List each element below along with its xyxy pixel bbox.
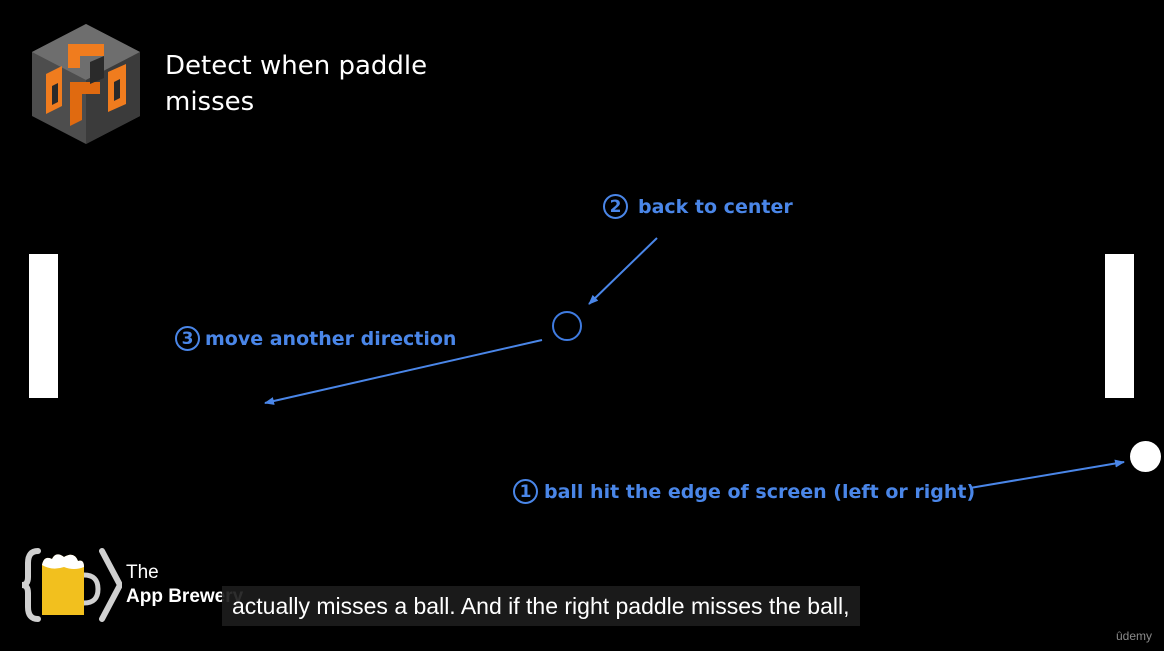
annotation-step-2: 2 back to center — [603, 194, 793, 219]
arrow-back-to-center — [588, 237, 658, 305]
annotation-step-1: 1 ball hit the edge of screen (left or r… — [513, 479, 975, 504]
brand-name: The App Brewery — [126, 561, 243, 609]
brand-line-1: The — [126, 562, 159, 583]
annotation-step-3: 3 move another direction — [175, 326, 456, 351]
step-1-text: ball hit the edge of screen (left or rig… — [544, 480, 976, 503]
cube-logo-icon — [32, 24, 140, 144]
udemy-watermark: ûdemy — [1115, 629, 1152, 643]
subtitle-caption: actually misses a ball. And if the right… — [222, 586, 860, 626]
left-paddle — [29, 254, 58, 398]
step-3-text: move another direction — [205, 327, 457, 350]
step-2-number: 2 — [603, 194, 628, 219]
slide-title: Detect when paddle misses — [165, 51, 428, 117]
step-2-text: back to center — [638, 195, 793, 218]
app-brewery-logo-icon — [22, 548, 122, 622]
step-1-number: 1 — [513, 479, 538, 504]
brand-line-2: App Brewery — [126, 586, 244, 607]
ball-center-outline — [552, 311, 582, 341]
step-3-number: 3 — [175, 326, 200, 351]
arrow-to-edge — [969, 459, 1125, 489]
right-paddle — [1105, 254, 1134, 398]
ball — [1130, 441, 1161, 472]
